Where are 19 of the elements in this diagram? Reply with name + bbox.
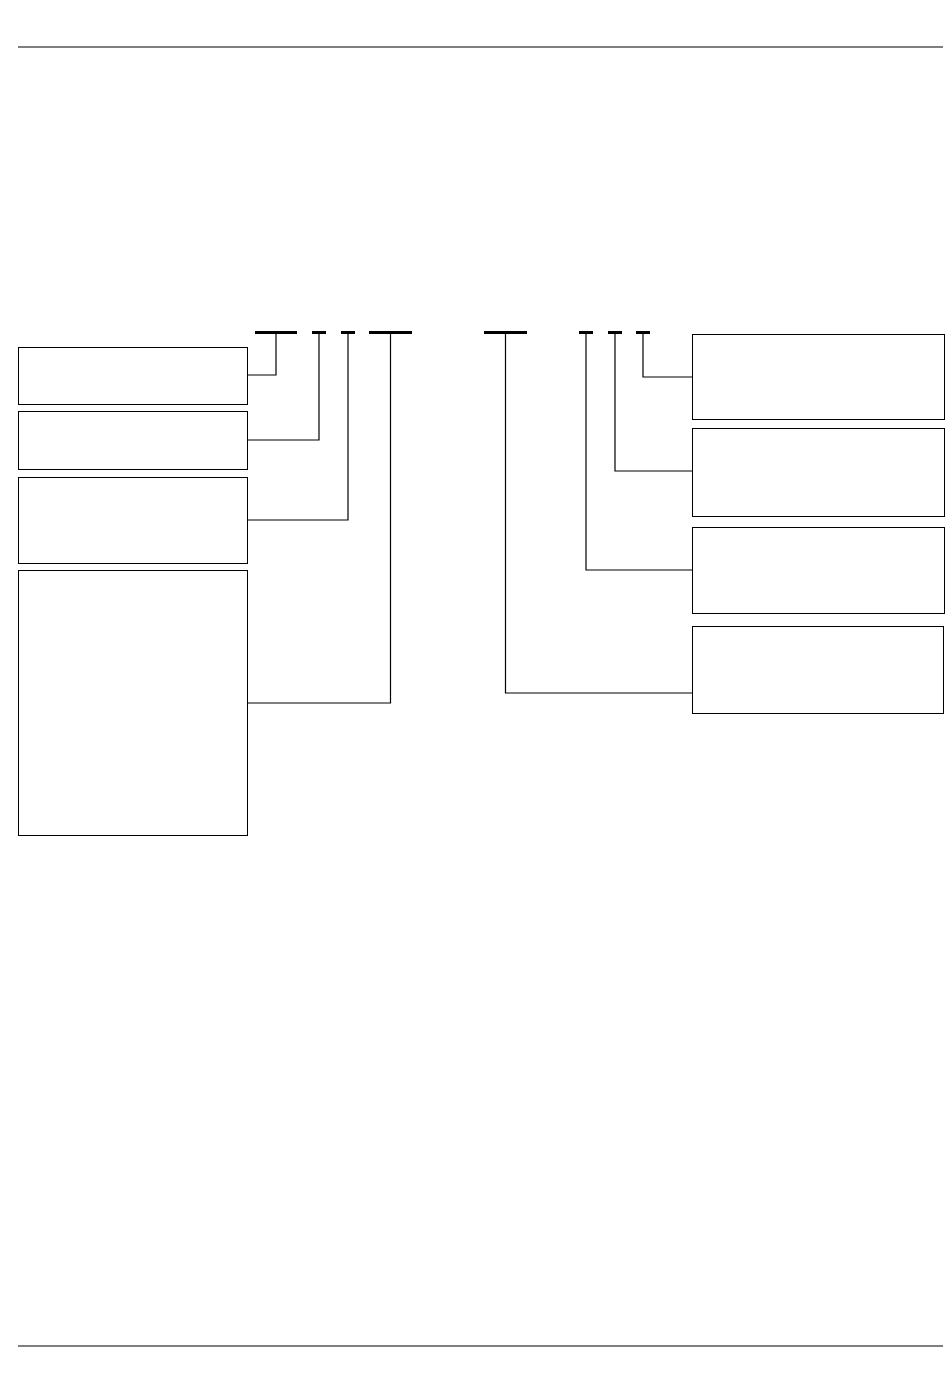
leader-line	[614, 333, 693, 472]
leader-line	[247, 333, 392, 704]
leader-line	[247, 333, 349, 521]
callout-box	[18, 411, 248, 470]
leader-line	[585, 333, 693, 571]
leader-line	[504, 333, 693, 694]
fill-in-line	[484, 331, 527, 334]
leader-line	[247, 333, 320, 441]
callout-box	[18, 477, 248, 564]
fill-in-line	[255, 331, 297, 334]
leader-line	[247, 333, 277, 376]
callout-box	[692, 428, 945, 517]
callout-box	[18, 347, 248, 405]
callout-box	[692, 527, 945, 614]
callout-box	[692, 626, 944, 714]
callout-box	[692, 334, 945, 420]
leader-line	[642, 333, 693, 378]
fill-in-line	[369, 331, 412, 334]
callout-box	[18, 570, 248, 836]
